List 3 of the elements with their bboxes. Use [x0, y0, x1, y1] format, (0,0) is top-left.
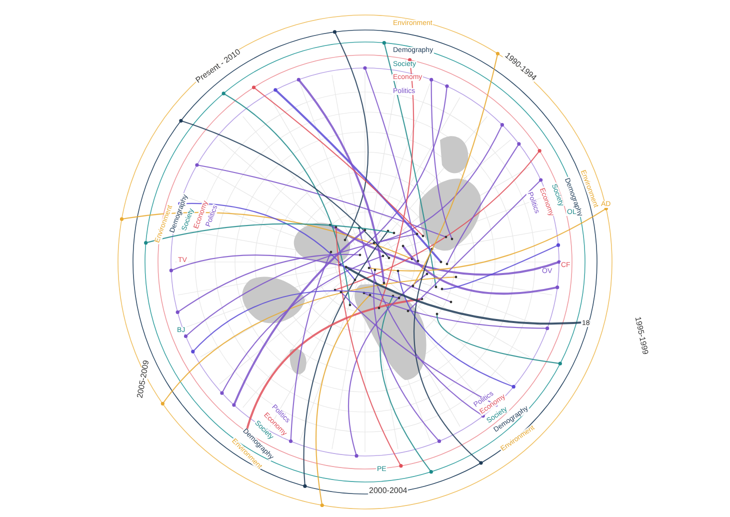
period-label: 2000-2004	[368, 487, 408, 495]
period-label: 1995-1999	[633, 315, 650, 356]
period-label: 2005-2009	[136, 358, 151, 400]
